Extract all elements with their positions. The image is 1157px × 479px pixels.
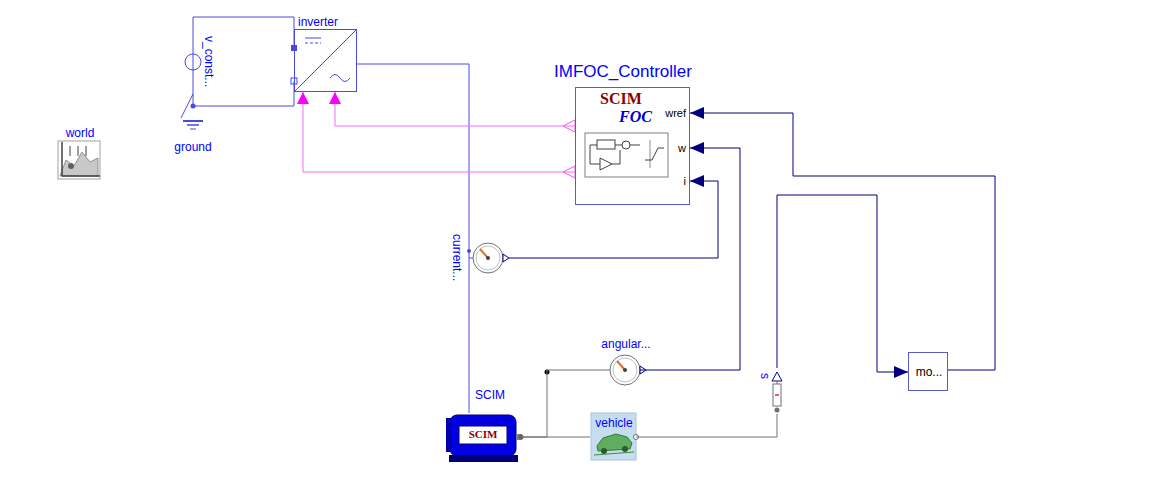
induction-motor: SCIM SCIM <box>446 388 522 464</box>
world-component: world <box>56 126 104 182</box>
ground-symbol <box>183 121 203 129</box>
current-sensor-icon-part <box>473 243 503 273</box>
function-block: mo... <box>908 352 948 391</box>
voltage-source-symbol-part <box>185 54 201 70</box>
vehicle-component: vehicle <box>590 413 638 460</box>
world-icon-part <box>86 146 87 156</box>
component-label: inverter <box>298 15 338 29</box>
controller-block-icon-part <box>600 158 612 170</box>
current-sensor-icon-part <box>503 254 509 262</box>
position-sensor-icon-part <box>772 372 782 381</box>
connector-wire <box>777 195 908 372</box>
component-label: ground <box>168 140 218 154</box>
block-text: w <box>678 142 686 155</box>
component-label: mo... <box>909 365 949 379</box>
current-sensor-icon-part <box>486 256 490 260</box>
connector-wire <box>636 414 777 437</box>
position-sensor-icon-part <box>775 408 780 413</box>
component-label: v_const... <box>202 36 216 87</box>
speed-sensor-icon-part <box>610 355 640 385</box>
connector-wire <box>521 437 590 438</box>
block-text: SCIM <box>600 90 642 108</box>
position-sensor: s <box>760 368 786 414</box>
ground-symbol-part <box>190 129 196 130</box>
speed-sensor: angular... <box>594 342 658 386</box>
motor-icon-part <box>450 415 516 456</box>
block-text: FOC <box>619 108 652 126</box>
vehicle-icon-part <box>622 446 628 452</box>
world-icon-part <box>60 152 98 176</box>
controller-block-icon-part <box>650 140 651 168</box>
controller-block-icon-part <box>590 145 640 164</box>
position-sensor-icon-part <box>775 394 779 396</box>
connector-wire <box>509 181 718 258</box>
connector-wire <box>640 148 740 370</box>
connector-wire <box>690 113 995 370</box>
voltage-source-symbol-part <box>193 54 194 70</box>
position-sensor-icon-part <box>773 384 781 406</box>
current-sensor-icon-part <box>469 232 470 288</box>
controller-block-icon-part <box>585 133 668 177</box>
ground-component: ground <box>168 118 218 156</box>
controller-box: IMFOC_ControllerSCIMFOCwrefwi <box>575 87 690 205</box>
vehicle-icon-part <box>594 452 634 455</box>
world-icon-part <box>70 146 71 156</box>
inverter-box: inverter <box>294 29 357 92</box>
inverter-symbol-part <box>295 30 356 91</box>
connector-wire <box>303 92 575 172</box>
component-label: IMFOC_Controller <box>554 62 692 82</box>
inverter-symbol <box>291 30 356 91</box>
world-icon-part <box>61 142 63 176</box>
component-label: vehicle <box>590 416 638 430</box>
motor-icon-part <box>459 426 507 444</box>
controller-block-icon-part <box>597 140 615 149</box>
connector-wire <box>181 94 193 118</box>
motor-icon <box>446 415 524 462</box>
speed-sensor-icon-part <box>613 358 637 382</box>
ground-symbol-part <box>187 124 199 126</box>
controller-block-icon <box>563 120 668 178</box>
connector-wire <box>469 288 470 413</box>
connector-wire <box>335 92 575 126</box>
current-sensor-icon-part <box>467 249 471 253</box>
position-sensor-icon-part <box>777 381 778 384</box>
world-icon <box>58 141 100 179</box>
position-sensor-icon <box>772 372 782 413</box>
inverter-symbol-part <box>330 75 350 82</box>
component-label: current... <box>450 234 464 281</box>
component-label: angular... <box>594 337 658 351</box>
vehicle-icon <box>591 413 639 460</box>
motor-icon-part <box>449 455 518 462</box>
block-text: i <box>684 175 686 188</box>
component-label: s <box>758 373 772 379</box>
ground-symbol-part <box>183 120 203 122</box>
connector-wire <box>357 64 469 232</box>
motor-icon-part <box>446 418 452 452</box>
vehicle-icon-part <box>597 434 632 451</box>
voltage-source: v_const... <box>180 30 220 94</box>
current-sensor-icon-part <box>469 258 473 259</box>
voltage-source-symbol-part <box>193 30 194 94</box>
component-label: SCIM <box>475 388 505 402</box>
current-sensor-icon-part <box>476 246 500 270</box>
world-icon-part <box>78 146 79 156</box>
inverter-symbol-part <box>305 38 321 39</box>
block-text: wref <box>665 107 686 120</box>
component-label: world <box>56 126 104 140</box>
current-sensor-icon <box>467 232 509 288</box>
controller-block-icon-part <box>645 148 664 160</box>
controller-block-icon-part <box>622 141 630 149</box>
world-icon-part <box>68 163 74 169</box>
inverter-symbol-part <box>305 43 321 44</box>
block-text: SCIM <box>459 427 507 441</box>
vehicle-icon-part <box>601 448 607 454</box>
world-icon-part <box>62 175 100 177</box>
speed-sensor-icon-part <box>623 368 627 372</box>
world-icon-part <box>58 141 100 179</box>
current-sensor: current... <box>450 232 504 288</box>
